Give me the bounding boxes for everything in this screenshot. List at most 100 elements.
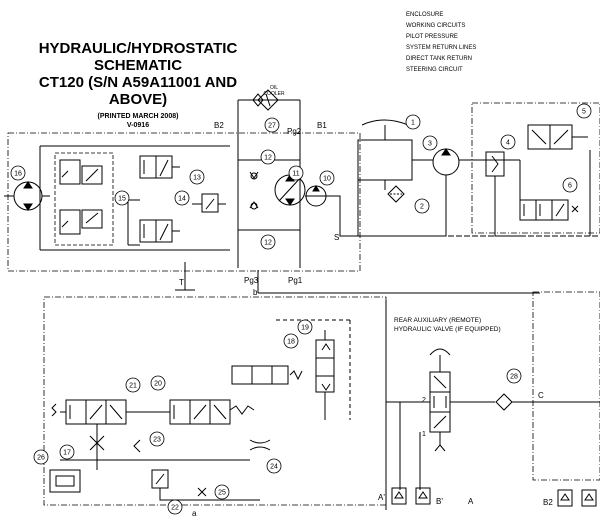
rear-aux-label-1: REAR AUXILIARY (REMOTE): [394, 317, 481, 324]
callout-18-circle: [283, 333, 299, 349]
valve-21-spring: [51, 403, 57, 417]
oil-cooler-27-symbol: [257, 89, 279, 111]
valve-21-detail: [60, 404, 170, 420]
coupler-b2: [557, 489, 573, 507]
callout-1-circle: [405, 114, 421, 130]
drive-loop-lines: [39, 145, 230, 251]
callout-3-circle: [422, 135, 438, 151]
port-label-t: T: [179, 278, 184, 287]
port-label-b-lower: b: [253, 288, 258, 297]
valve-block-15-frame: [54, 152, 114, 246]
callout-17-number: 17: [63, 450, 71, 457]
legend-label-steering: STEERING CIRCUIT: [406, 67, 463, 73]
aux-valve-lever: [429, 348, 451, 372]
valve-20-detail: [173, 404, 255, 420]
callout-5-number: 5: [582, 109, 586, 116]
valve-5-arrows: [531, 129, 588, 145]
printed-date: (PRINTED MARCH 2008): [97, 113, 179, 120]
callout-2-circle: [414, 198, 430, 214]
callout-15-circle: [114, 190, 130, 206]
callout-2-number: 2: [420, 204, 424, 211]
port-label-pg2: Pg2: [287, 127, 302, 136]
oil-cooler-label-2: COOLER: [263, 91, 285, 97]
callout-14-number: 14: [178, 196, 186, 203]
filter-near-cooler: [252, 93, 264, 107]
filter-2-symbol: [387, 185, 405, 203]
port-label-b2: B2: [214, 121, 224, 130]
callout-16-circle: [10, 165, 26, 181]
coupler-a-right: [581, 489, 597, 507]
check-valve-23: [133, 439, 141, 453]
coupler-label-a-prime: A': [378, 493, 385, 502]
valve-6-center: [535, 199, 553, 221]
callout-18-number: 18: [287, 339, 295, 346]
aux-port-label-2: 2: [422, 397, 426, 404]
coupler-b-prime: [415, 487, 431, 505]
feed-line-b: [257, 270, 540, 294]
legend-label-enclosure: ENCLOSURE: [406, 12, 444, 18]
valve-20-right: [209, 399, 231, 425]
pump-11-variable-arrow: [278, 175, 303, 202]
callout-15-number: 15: [118, 196, 126, 203]
callout-25-number: 25: [218, 490, 226, 497]
valve-6-right: [551, 199, 569, 221]
callout-14-circle: [174, 190, 190, 206]
valve-block-15-lower-left: [59, 209, 81, 235]
control-line-lower: [60, 424, 250, 470]
title-line-1: HYDRAULIC/HYDROSTATIC: [38, 40, 238, 57]
oil-cooler-label-1: OIL: [270, 85, 278, 91]
title-line-2: SCHEMATIC: [93, 57, 183, 74]
callout-10-circle: [319, 170, 335, 186]
valve-4-body: [485, 151, 505, 177]
callout-5-circle: [576, 103, 592, 119]
reservoir-1: [357, 139, 413, 181]
port-label-s: S: [334, 233, 339, 242]
port-label-pg1: Pg1: [288, 276, 303, 285]
line-legend: ENCLOSURE WORKING CIRCUITS PILOT PRESSUR…: [318, 10, 518, 76]
valve-block-15-lower-right: [81, 209, 103, 229]
legend-row-tank: DIRECT TANK RETURN: [318, 54, 518, 65]
pump-3-arrow: [441, 148, 451, 156]
motor-16-arrows: [23, 181, 33, 211]
callout-1-number: 1: [411, 120, 415, 127]
valve-6-arrows: [523, 203, 579, 217]
coupler-a-prime: [391, 487, 407, 505]
pilot-line-right: [276, 319, 351, 420]
steering-lines: [494, 150, 591, 237]
callout-21-number: 21: [129, 383, 137, 390]
callout-24-number: 24: [270, 464, 278, 471]
callout-23-circle: [149, 431, 165, 447]
callout-27-circle: [264, 117, 280, 133]
callout-11-circle: [288, 165, 304, 181]
callout-23-number: 23: [153, 437, 161, 444]
valve-13-body: [201, 193, 219, 213]
valve-19-body: [315, 339, 335, 393]
valve-18-left: [231, 365, 253, 385]
callout-11-number: 11: [292, 171, 299, 178]
legend-row-enclosure: ENCLOSURE: [318, 10, 518, 21]
tank-line-t: [175, 262, 195, 291]
valve-18-center: [251, 365, 273, 385]
legend-label-tank: DIRECT TANK RETURN: [406, 56, 473, 62]
port-label-c: C: [538, 391, 544, 400]
callout-22-number: 22: [171, 505, 179, 512]
callout-20-number: 20: [154, 381, 162, 388]
valve-13-ports: [192, 198, 226, 210]
valve-block-15-arrows: [61, 168, 99, 228]
callout-19-circle: [297, 319, 313, 335]
port-label-b1: B1: [317, 121, 327, 130]
check-ball-12-top: [250, 172, 258, 180]
coupler-check-arrows: [394, 491, 594, 501]
callout-12a-number: 12: [264, 155, 272, 162]
callout-25-circle: [214, 484, 230, 500]
coupler-label-b-prime: B': [436, 497, 443, 506]
valve-14-bottom-left: [139, 219, 157, 243]
callout-28-number: 28: [510, 374, 518, 381]
oil-cooler-27-detail: [262, 93, 274, 107]
callout-13-number: 13: [193, 175, 201, 182]
callout-17-circle: [59, 444, 75, 460]
callout-3-number: 3: [428, 141, 432, 148]
legend-row-pilot: PILOT PRESSURE: [318, 32, 518, 43]
legend-row-working: WORKING CIRCUITS: [318, 21, 518, 32]
